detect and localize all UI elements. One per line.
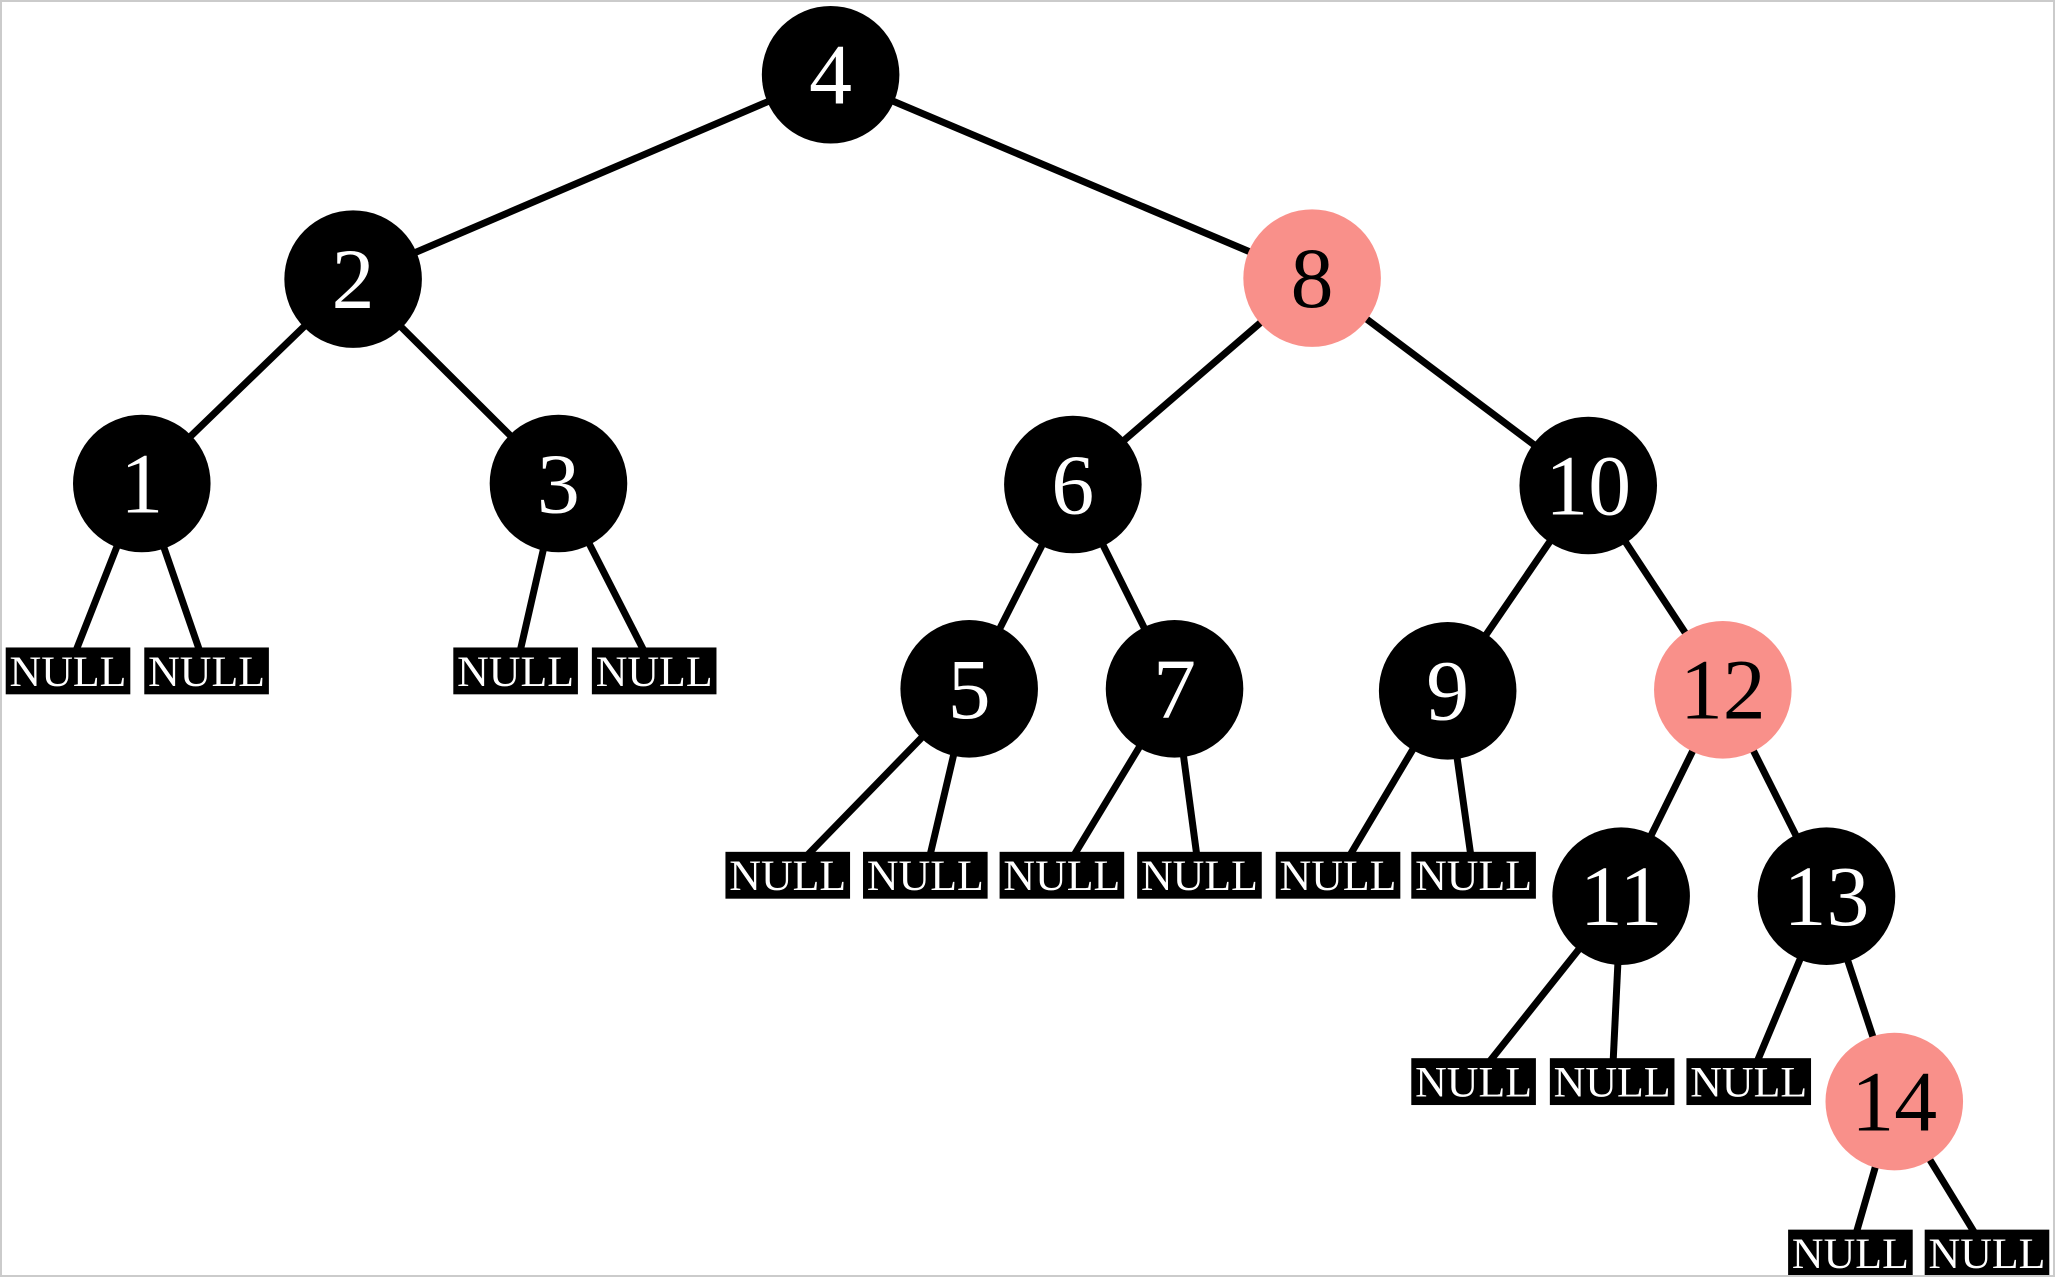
tree-edge-4-8 [829, 71, 1314, 282]
null-7L-label: NULL [1003, 852, 1120, 900]
tree-node-1 [72, 414, 211, 553]
null-layer: NULL NULL NULL NULL NULL NULL NULL NULL NULL NULL… [5, 647, 2050, 1275]
null-1R-box [144, 647, 269, 695]
null-1R-label: NULL [148, 648, 265, 696]
null-11L-label: NULL [1415, 1059, 1532, 1107]
tree-node-12 [1654, 621, 1792, 759]
null-1L-box [5, 647, 131, 695]
null-5L-box [725, 851, 851, 899]
tree-node-4-label: 4 [809, 28, 852, 123]
tree-node-6 [1004, 415, 1142, 554]
null-7L-box [999, 851, 1125, 899]
tree-node-4 [761, 5, 900, 144]
tree-node-2-label: 2 [332, 232, 375, 327]
null-13L-box [1686, 1058, 1812, 1106]
null-3R-box [591, 647, 717, 695]
null-13L-label: NULL [1690, 1059, 1807, 1107]
null-5R-box [863, 851, 988, 899]
tree-node-14-label: 14 [1851, 1054, 1937, 1149]
tree-node-5 [900, 620, 1038, 758]
tree-node-11-label: 11 [1580, 849, 1663, 944]
tree-node-13 [1757, 827, 1896, 965]
null-5L-label: NULL [729, 852, 846, 900]
null-3L-box [453, 647, 578, 695]
null-3R-label: NULL [596, 648, 713, 696]
tree-node-10-label: 10 [1545, 438, 1631, 533]
tree-node-7-label: 7 [1153, 642, 1196, 737]
null-14R-label: NULL [1929, 1230, 2046, 1275]
tree-node-5-label: 5 [948, 642, 991, 737]
tree-node-3 [489, 414, 628, 553]
null-9R-label: NULL [1415, 852, 1532, 900]
tree-node-10 [1519, 416, 1658, 555]
tree-node-8 [1243, 209, 1381, 347]
tree-node-7 [1105, 620, 1244, 758]
null-3L-label: NULL [457, 648, 574, 696]
tree-node-13-label: 13 [1784, 849, 1870, 944]
null-7R-label: NULL [1141, 852, 1258, 900]
null-5R-label: NULL [867, 852, 984, 900]
null-9L-label: NULL [1280, 852, 1397, 900]
tree-node-3-label: 3 [537, 436, 580, 531]
null-11L-box [1411, 1058, 1536, 1106]
null-11R-label: NULL [1554, 1059, 1671, 1107]
tree-node-14 [1825, 1032, 1964, 1171]
tree-node-9-label: 9 [1426, 644, 1469, 739]
null-14L-box [1788, 1229, 1913, 1275]
null-11R-box [1549, 1058, 1675, 1106]
tree-node-12-label: 12 [1680, 643, 1766, 738]
null-7R-box [1137, 851, 1262, 899]
tree-node-1-label: 1 [120, 436, 163, 531]
tree-node-6-label: 6 [1051, 437, 1094, 532]
null-14R-box [1924, 1229, 2050, 1275]
null-9R-box [1411, 851, 1536, 899]
tree-node-9 [1378, 622, 1517, 760]
tree-node-8-label: 8 [1291, 231, 1334, 326]
null-1L-label: NULL [10, 648, 127, 696]
tree-node-2 [284, 210, 422, 348]
null-9L-box [1275, 851, 1401, 899]
tree-edge-4-2 [351, 71, 832, 283]
tree-node-11 [1552, 827, 1690, 965]
null-14L-label: NULL [1792, 1230, 1909, 1275]
